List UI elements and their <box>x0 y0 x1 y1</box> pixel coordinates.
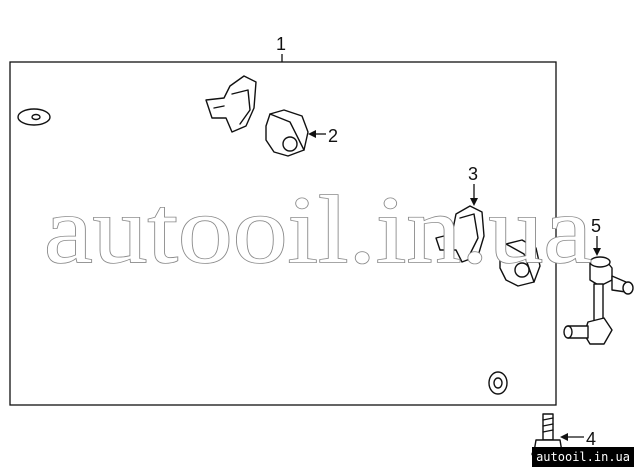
stabilizer-bushing-upper <box>265 109 309 157</box>
callout-4-label: 4 <box>586 429 596 449</box>
stabilizer-bushing-lower <box>499 239 541 287</box>
watermark-corner-label: autooil.in.ua <box>532 447 634 467</box>
callout-4-arrowhead <box>560 433 568 441</box>
callout-3-arrowhead <box>470 198 478 206</box>
watermark-text: autooil.in.ua <box>44 176 592 283</box>
stabilizer-link <box>563 256 634 345</box>
callout-5-arrowhead <box>593 248 601 256</box>
callout-1-label: 1 <box>276 34 286 54</box>
stabilizer-bracket-lower <box>435 205 485 263</box>
callout-2-arrowhead <box>308 130 316 138</box>
stabilizer-bracket-upper <box>205 75 257 133</box>
callout-5-label: 5 <box>591 216 601 236</box>
callout-3-label: 3 <box>468 164 478 184</box>
assembly-frame <box>9 61 557 406</box>
callout-2-label: 2 <box>328 126 338 146</box>
stabilizer-bar <box>17 96 512 395</box>
